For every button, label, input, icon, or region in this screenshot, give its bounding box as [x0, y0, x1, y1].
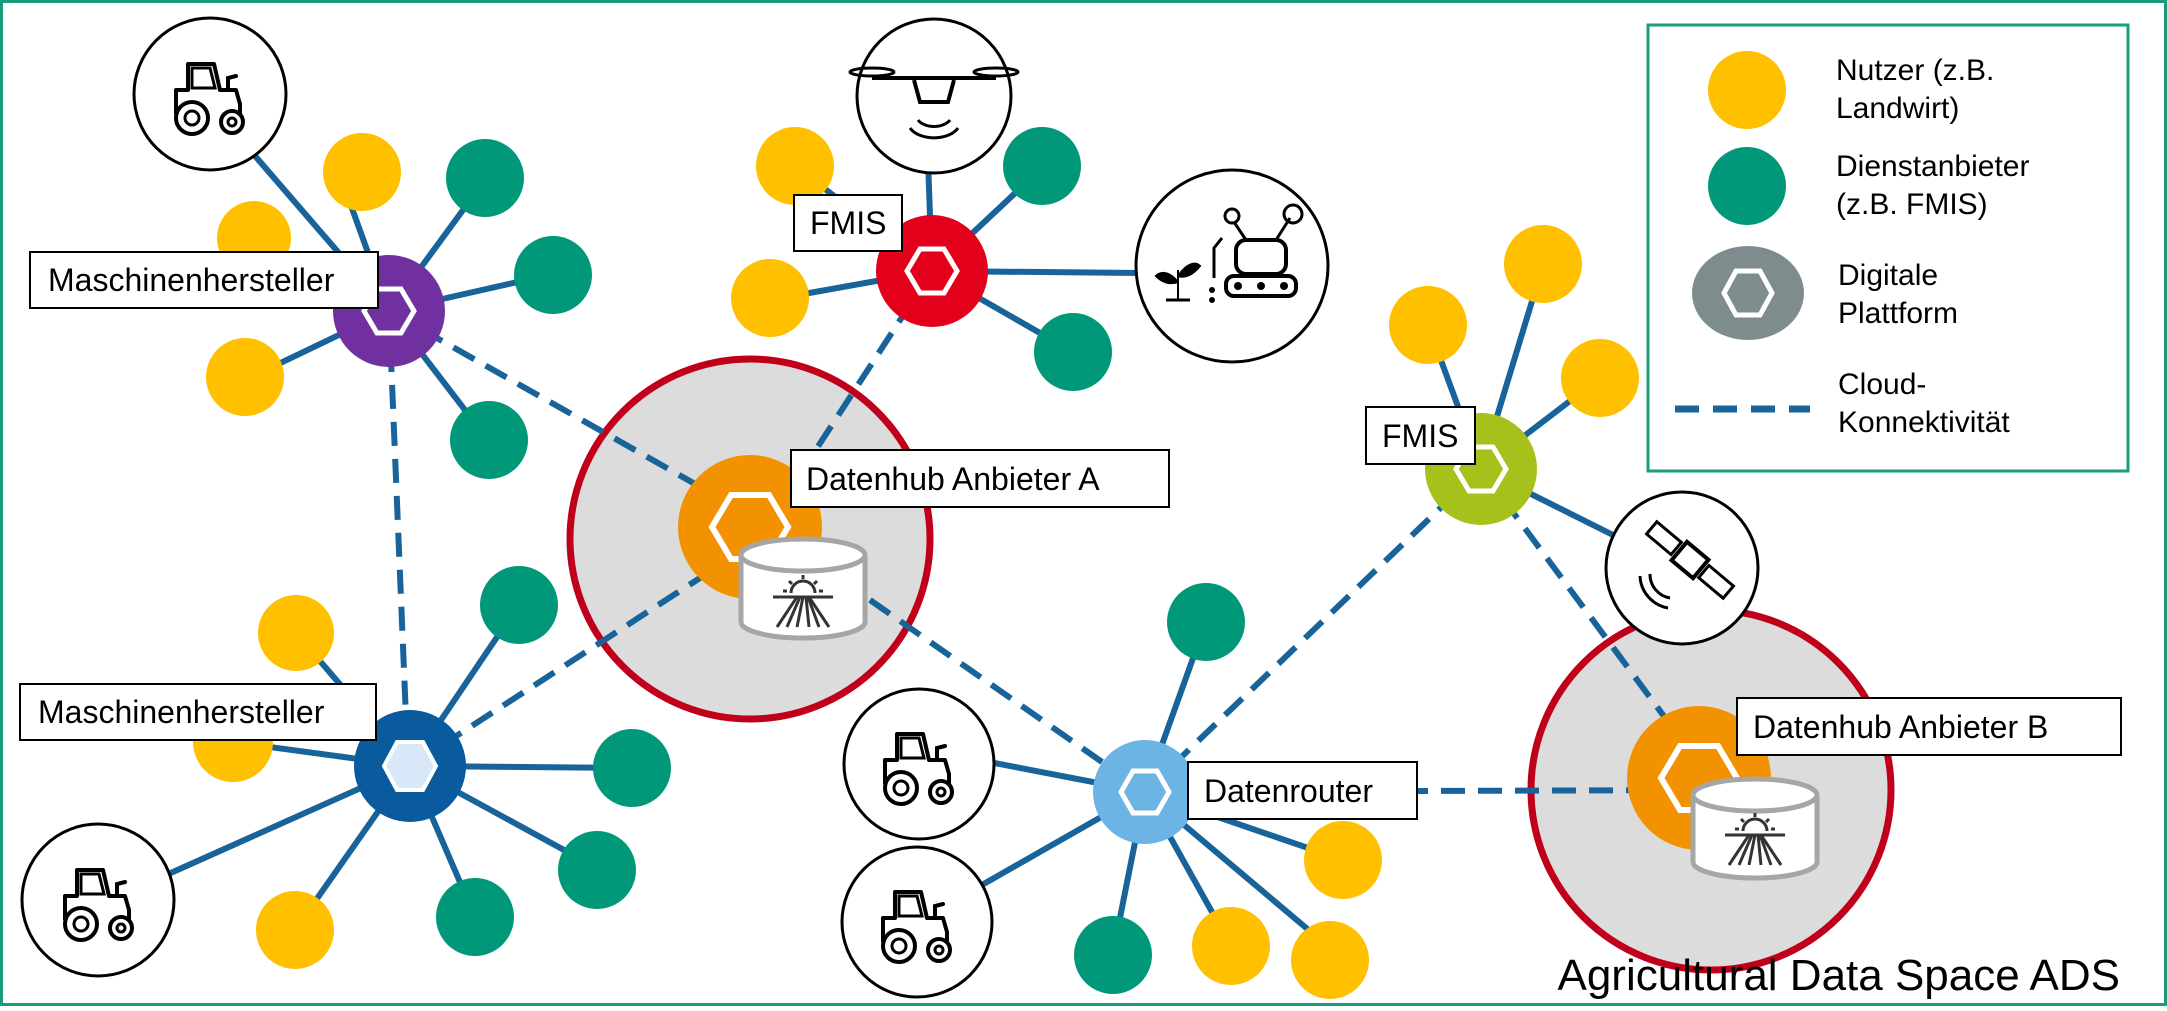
- label-text: Datenhub Anbieter B: [1753, 709, 2048, 745]
- label-fmis-2: FMIS: [1365, 406, 1476, 465]
- database-icon-b: [1690, 776, 1820, 881]
- provider-dot: [446, 139, 524, 217]
- user-dot: [206, 338, 284, 416]
- provider-dot: [450, 401, 528, 479]
- provider-dot: [558, 831, 636, 909]
- user-dot: [756, 127, 834, 205]
- legend-platform-line1: Digitale: [1838, 259, 1938, 292]
- legend-cloud-line1: Cloud-: [1838, 368, 1926, 401]
- legend: Nutzer (z.B. Landwirt) Dienstanbieter (z…: [1646, 23, 2130, 473]
- drone-icon: [848, 17, 1020, 175]
- user-dot: [1304, 821, 1382, 899]
- label-text: FMIS: [1382, 418, 1458, 454]
- legend-provider-line1: Dienstanbieter: [1836, 150, 2029, 183]
- provider-dot: [1074, 916, 1152, 994]
- navy-platform-hub: [354, 710, 466, 822]
- tractor-icon: [132, 16, 288, 172]
- legend-platform-swatch: [1692, 246, 1804, 340]
- label-datenrouter: Datenrouter: [1187, 761, 1418, 820]
- label-text: Datenrouter: [1204, 773, 1373, 809]
- label-maschinenhersteller-1: Maschinenhersteller: [29, 251, 379, 309]
- user-dot: [1504, 225, 1582, 303]
- user-dot: [258, 595, 334, 671]
- user-dots: [193, 127, 1639, 999]
- lightblue-router-hub: [1093, 740, 1197, 844]
- robot-plant-icon: [1134, 168, 1330, 364]
- legend-user-line1: Nutzer (z.B.: [1836, 54, 1994, 87]
- legend-platform-line2: Plattform: [1838, 297, 1958, 330]
- database-icon-a: [738, 536, 868, 641]
- data-space-title: Agricultural Data Space ADS: [1557, 951, 2120, 1000]
- tractor-icon: [840, 845, 994, 999]
- provider-dot: [436, 878, 514, 956]
- tractor-icon: [842, 687, 996, 841]
- label-text: Maschinenhersteller: [48, 262, 335, 298]
- red-platform-hub: [876, 215, 988, 327]
- user-dot: [731, 259, 809, 337]
- legend-user-swatch: [1708, 51, 1786, 129]
- label-maschinenhersteller-2: Maschinenhersteller: [19, 683, 377, 741]
- legend-user-line2: Landwirt): [1836, 92, 1959, 125]
- user-dot: [1192, 907, 1270, 985]
- provider-dot: [1034, 313, 1112, 391]
- provider-dot: [514, 236, 592, 314]
- user-dot: [1389, 286, 1467, 364]
- legend-provider-swatch: [1708, 147, 1786, 225]
- provider-dot: [480, 566, 558, 644]
- label-datenhub-a: Datenhub Anbieter A: [790, 449, 1170, 508]
- label-fmis-1: FMIS: [793, 194, 903, 252]
- user-dot: [256, 891, 334, 969]
- legend-cloud-line2: Konnektivität: [1838, 406, 2010, 439]
- user-dot: [1291, 921, 1369, 999]
- provider-dot: [593, 729, 671, 807]
- label-text: Maschinenhersteller: [38, 694, 325, 730]
- user-dot: [323, 133, 401, 211]
- label-text: FMIS: [810, 205, 886, 241]
- user-dot: [1561, 339, 1639, 417]
- label-text: Datenhub Anbieter A: [806, 461, 1100, 497]
- provider-dot: [1167, 583, 1245, 661]
- tractor-icon: [20, 822, 176, 978]
- satellite-icon: [1604, 490, 1760, 646]
- label-datenhub-b: Datenhub Anbieter B: [1736, 697, 2122, 756]
- provider-dot: [1003, 127, 1081, 205]
- provider-dots: [436, 127, 1245, 994]
- legend-provider-line2: (z.B. FMIS): [1836, 188, 1988, 221]
